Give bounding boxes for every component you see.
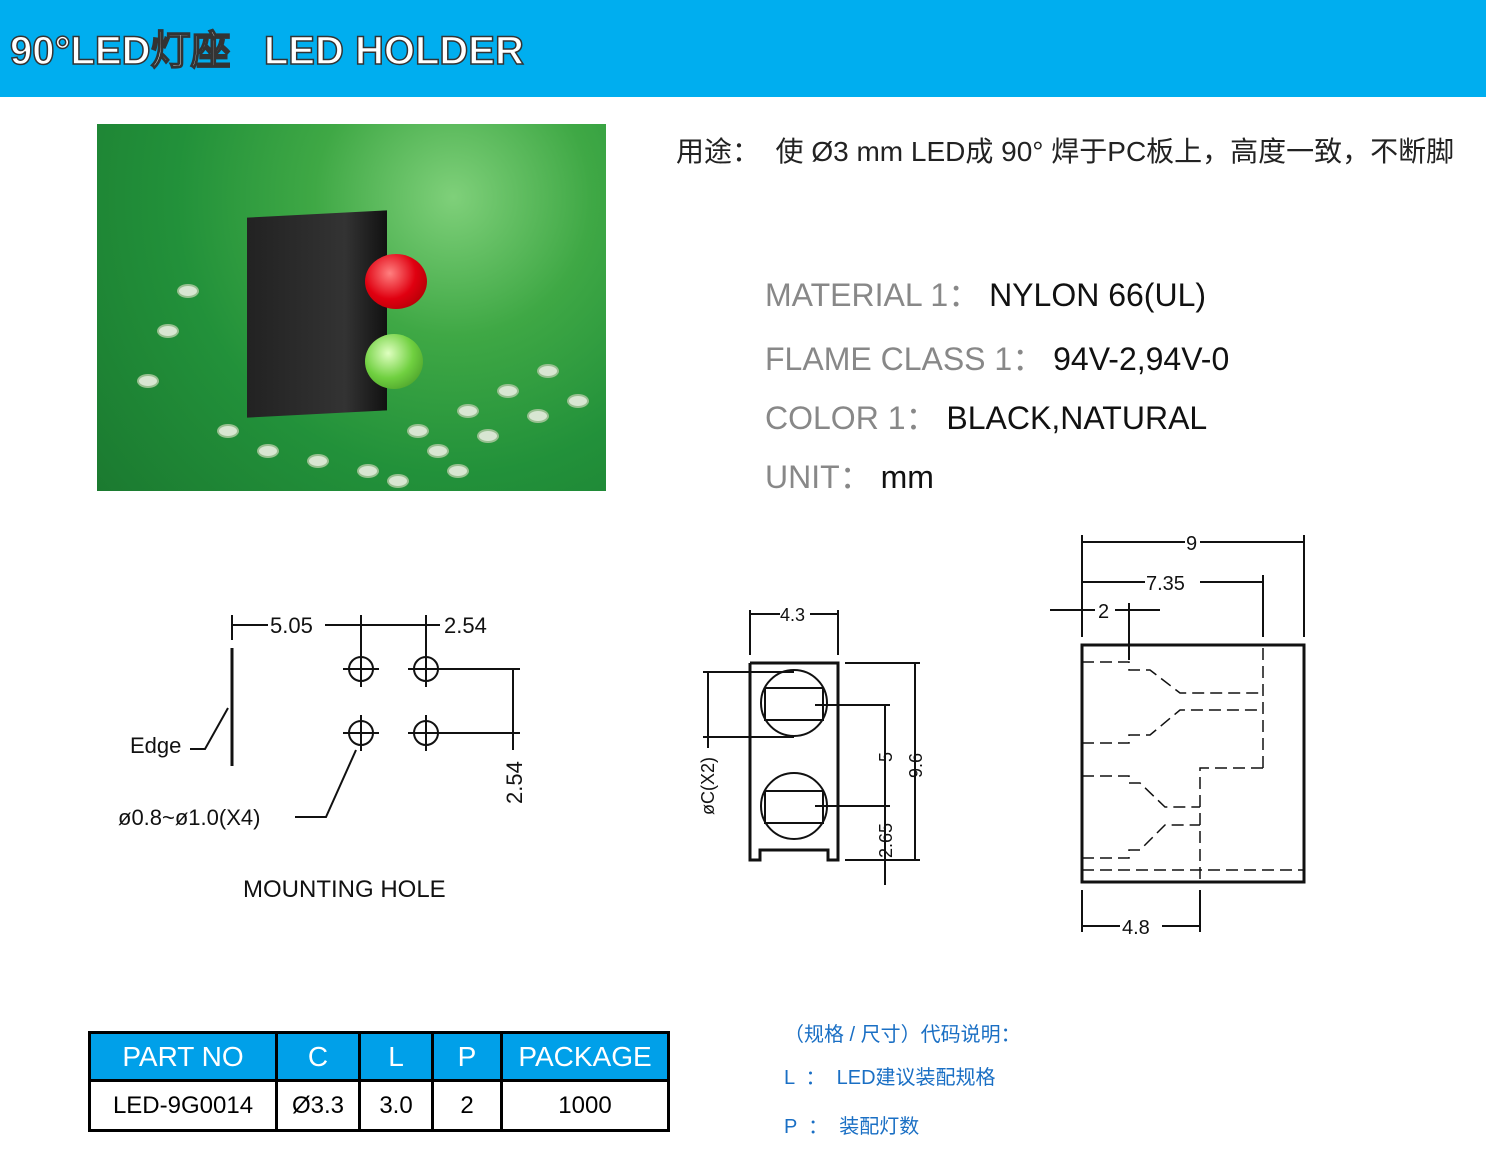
side-view-drawing: 9 7.35 2 4.8 xyxy=(1050,533,1306,939)
notes-title: （规格 / 尺寸）代码说明： xyxy=(784,1024,1021,1046)
col-l: L xyxy=(358,1031,434,1081)
svg-text:Edge: Edge xyxy=(130,733,181,758)
spec-material: MATERIAL 1： NYLON 66(UL) xyxy=(765,277,1207,313)
svg-text:9: 9 xyxy=(1186,533,1197,555)
product-photo xyxy=(97,124,606,491)
svg-text:4.3: 4.3 xyxy=(780,605,805,625)
cell-c: Ø3.3 xyxy=(275,1079,361,1132)
cell-l: 3.0 xyxy=(358,1079,434,1132)
title-bar: 90°LED灯座 LED HOLDER xyxy=(0,0,1486,97)
technical-drawings: 5.05 2.54 2.54 Edge ø0.8~ø1.0(X4) MOUNTI… xyxy=(118,533,1306,939)
svg-text:ø0.8~ø1.0(X4): ø0.8~ø1.0(X4) xyxy=(118,805,260,830)
mounting-hole-drawing: 5.05 2.54 2.54 Edge ø0.8~ø1.0(X4) MOUNTI… xyxy=(118,613,527,903)
front-view-drawing: 4.3 øC(X2) 5 9.6 2.65 xyxy=(698,605,926,885)
cell-p: 2 xyxy=(431,1079,503,1132)
svg-text:2.54: 2.54 xyxy=(444,613,487,638)
col-p: P xyxy=(431,1031,503,1081)
spec-unit: UNIT： mm xyxy=(765,459,934,495)
parts-table: PART NO C L P PACKAGE LED-9G0014 Ø3.3 3.… xyxy=(88,1031,670,1132)
svg-text:7.35: 7.35 xyxy=(1146,573,1185,595)
spec-flame-class: FLAME CLASS 1： 94V-2,94V-0 xyxy=(765,341,1230,377)
svg-text:9.6: 9.6 xyxy=(906,753,926,778)
svg-text:2.65: 2.65 xyxy=(876,823,896,858)
table-header-row: PART NO C L P PACKAGE xyxy=(88,1031,670,1081)
spec-color: COLOR 1： BLACK,NATURAL xyxy=(765,400,1208,436)
table-row: LED-9G0014 Ø3.3 3.0 2 1000 xyxy=(88,1079,670,1132)
svg-text:4.8: 4.8 xyxy=(1122,917,1150,939)
col-package: PACKAGE xyxy=(500,1031,670,1081)
cell-package: 1000 xyxy=(500,1079,670,1132)
note-l: L ： LED建议装配规格 xyxy=(784,1067,996,1089)
svg-text:5.05: 5.05 xyxy=(270,613,313,638)
note-p: P ： 装配灯数 xyxy=(784,1116,920,1138)
svg-text:MOUNTING HOLE: MOUNTING HOLE xyxy=(243,876,446,903)
svg-text:2.54: 2.54 xyxy=(502,761,527,804)
col-part-no: PART NO xyxy=(88,1031,278,1081)
svg-text:5: 5 xyxy=(876,752,896,762)
col-c: C xyxy=(275,1031,361,1081)
svg-text:øC(X2): øC(X2) xyxy=(698,757,718,815)
page-title: 90°LED灯座 LED HOLDER xyxy=(9,28,524,74)
svg-text:2: 2 xyxy=(1098,601,1109,623)
cell-part-no: LED-9G0014 xyxy=(88,1079,278,1132)
usage-text: 用途： 使 Ø3 mm LED成 90° 焊于PC板上，高度一致，不断脚 xyxy=(676,136,1455,167)
